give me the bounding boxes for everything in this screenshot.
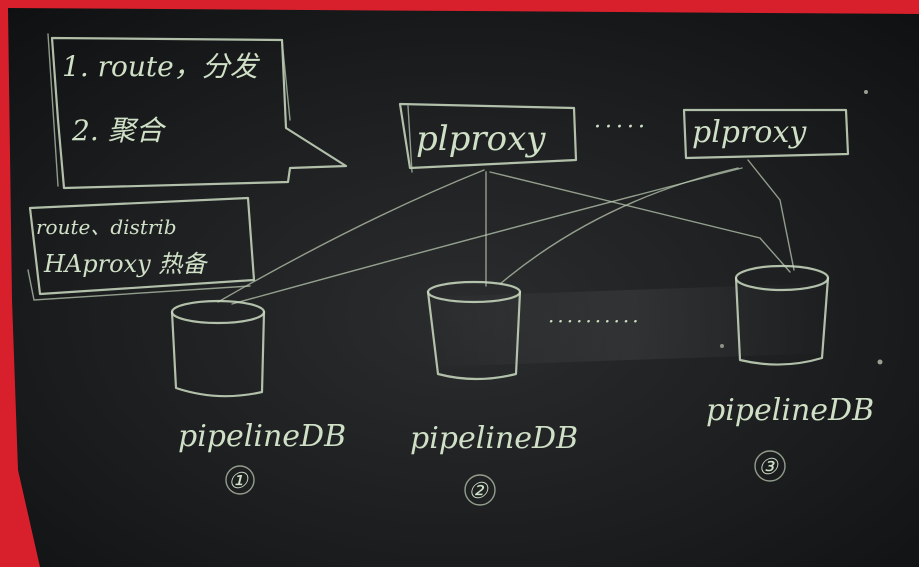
plproxy-label-1: plproxy: [416, 119, 546, 159]
proxy-gap-dots: ·····: [594, 115, 649, 140]
side-note: route、distrib HAproxy 热备: [27, 196, 256, 301]
plproxy-box-2: plproxy: [682, 108, 850, 160]
plproxy-box-1: plproxy: [398, 102, 578, 173]
connection-lines: [217, 159, 795, 305]
db-gap-dots: ··········: [548, 309, 642, 333]
db-index-2: ②: [468, 479, 489, 504]
link-proxy1-db1: [217, 169, 485, 303]
side-note-line-1: route、distrib: [36, 215, 177, 239]
chalk-dot-2: [877, 359, 883, 365]
db-index-circle-1: [225, 465, 255, 495]
pipelinedb-cylinder-2: pipelineDB ②: [410, 280, 578, 506]
db-label-3: pipelineDB: [706, 393, 874, 428]
plproxy-label-2: plproxy: [692, 115, 807, 150]
db-index-1: ①: [228, 469, 249, 494]
db-label-1: pipelineDB: [178, 419, 346, 454]
chalk-dot-3: [720, 344, 724, 348]
link-proxy2-db2: [499, 167, 739, 285]
db-index-circle-2: [464, 474, 496, 506]
db-index-3: ③: [758, 455, 779, 480]
blackboard-surface: [8, 8, 919, 567]
chalk-dot-1: [864, 90, 868, 94]
link-proxy2-db3: [747, 159, 795, 271]
db-index-circle-3: [754, 450, 786, 482]
link-proxy1-db3: [489, 171, 791, 273]
db-label-2: pipelineDB: [410, 421, 578, 456]
note-box: 1. route，分发 2. 聚合: [47, 33, 348, 190]
note-line-1: 1. route，分发: [62, 50, 261, 83]
pipelinedb-cylinder-3: pipelineDB ③: [706, 264, 874, 482]
note-line-2: 2. 聚合: [71, 114, 167, 147]
board-glare: [418, 282, 842, 368]
side-note-line-2: HAproxy 热备: [43, 250, 208, 278]
pipelinedb-cylinder-1: pipelineDB ①: [170, 299, 346, 495]
